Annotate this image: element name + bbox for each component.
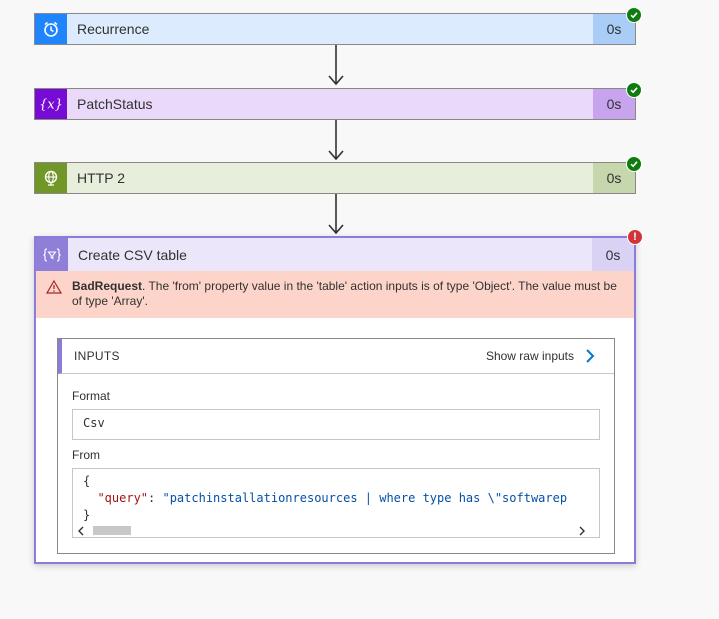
step-patchstatus[interactable]: {x} PatchStatus 0s — [34, 82, 642, 120]
from-code-editor[interactable]: { "query": "patchinstallationresources |… — [72, 468, 600, 538]
format-label: Format — [72, 389, 111, 403]
variable-step-icon: {x} — [35, 89, 67, 119]
error-badge-icon: ! — [627, 229, 643, 245]
http-step-icon — [35, 163, 67, 193]
format-value-field[interactable]: Csv — [72, 409, 600, 440]
globe-icon — [44, 170, 58, 186]
step-create-csv-table[interactable]: Create CSV table 0s ! BadRequest. The 'f… — [34, 229, 643, 564]
variable-icon: {x} — [40, 98, 62, 113]
step-duration: 0s — [592, 238, 634, 271]
warning-icon — [45, 279, 72, 318]
flow-arrow-icon — [328, 194, 344, 235]
step-label: Recurrence — [77, 21, 150, 37]
code-colon: : — [148, 491, 163, 505]
success-check-icon — [626, 82, 642, 98]
inputs-panel: INPUTS Show raw inputs Format Csv From {… — [57, 338, 615, 554]
recurrence-step-icon — [35, 14, 67, 44]
code-close-brace: } — [83, 508, 91, 522]
show-raw-inputs-label: Show raw inputs — [485, 349, 574, 363]
code-open-brace: { — [83, 474, 91, 488]
data-operation-step-icon — [36, 238, 68, 271]
horizontal-scrollbar[interactable] — [73, 525, 599, 537]
success-check-icon — [626, 7, 642, 23]
error-message: BadRequest. The 'from' property value in… — [72, 279, 624, 318]
error-code: BadRequest — [72, 279, 143, 293]
from-code: { "query": "patchinstallationresources |… — [83, 473, 567, 524]
svg-text:{x}: {x} — [40, 98, 62, 113]
step-label: HTTP 2 — [77, 170, 125, 186]
chevron-right-icon — [586, 349, 595, 363]
scroll-left-icon[interactable] — [76, 525, 86, 537]
inputs-header: INPUTS Show raw inputs — [58, 339, 614, 374]
code-value: "patchinstallationresources | where type… — [162, 491, 568, 505]
error-text: . The 'from' property value in the 'tabl… — [72, 279, 617, 308]
step-label: PatchStatus — [77, 96, 153, 112]
alarm-clock-icon — [44, 21, 58, 37]
step-header[interactable]: Create CSV table 0s — [36, 238, 634, 271]
step-recurrence[interactable]: Recurrence 0s — [34, 7, 642, 45]
step-http-2[interactable]: HTTP 2 0s — [34, 156, 642, 194]
flow-arrow-icon — [328, 120, 344, 161]
flow-arrow-icon — [328, 45, 344, 86]
success-check-icon — [626, 156, 642, 172]
from-label: From — [72, 448, 100, 462]
scrollbar-thumb[interactable] — [93, 526, 131, 535]
step-duration: 0s — [593, 14, 635, 44]
show-raw-inputs-link[interactable]: Show raw inputs — [486, 348, 598, 364]
scroll-right-icon[interactable] — [577, 525, 587, 537]
step-label: Create CSV table — [78, 246, 187, 263]
code-key: "query" — [97, 491, 149, 505]
error-banner: BadRequest. The 'from' property value in… — [36, 271, 634, 318]
filter-braces-icon — [43, 247, 61, 262]
inputs-title: INPUTS — [74, 349, 120, 363]
